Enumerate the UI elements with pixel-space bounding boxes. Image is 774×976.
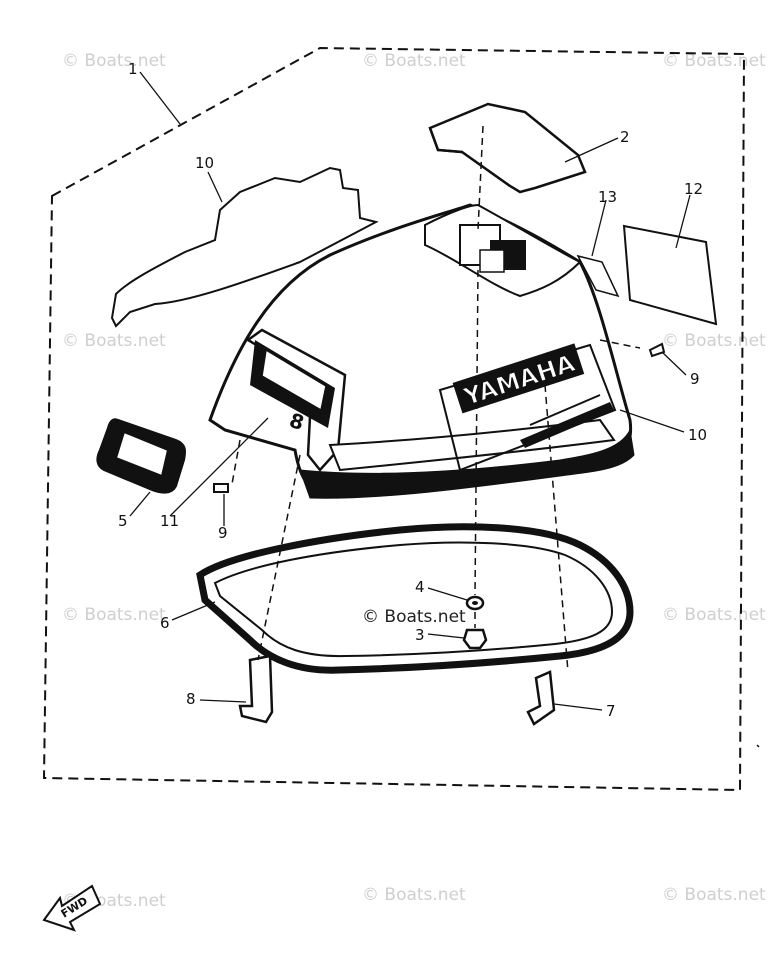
part-7-bracket <box>526 670 556 726</box>
watermark-center: © Boats.net <box>362 607 466 627</box>
callout-12: 12 <box>684 180 703 198</box>
part-4-grommet <box>465 595 485 611</box>
part-2-top-cap <box>428 102 587 194</box>
watermark: © Boats.net <box>62 51 166 71</box>
callout-9-left: 9 <box>218 524 228 542</box>
callout-7: 7 <box>606 702 616 720</box>
part-3-nut <box>462 628 488 650</box>
callout-2: 2 <box>620 128 630 146</box>
part-9-screw-left <box>213 483 229 493</box>
part-6-gasket <box>196 523 634 674</box>
callout-1: 1 <box>128 60 138 78</box>
part-12-label-plate <box>622 224 718 326</box>
stray-mark <box>756 744 760 748</box>
callout-10-right: 10 <box>688 426 707 444</box>
leader-lines <box>129 71 691 711</box>
watermark: © Boats.net <box>362 885 466 905</box>
callout-10-left: 10 <box>195 154 214 172</box>
callout-8: 8 <box>186 690 196 708</box>
callout-6: 6 <box>160 614 170 632</box>
callout-11: 11 <box>160 512 179 530</box>
watermark: © Boats.net <box>62 605 166 625</box>
part-10-graphic-left <box>110 166 379 328</box>
watermark: © Boats.net <box>362 51 466 71</box>
callout-9-right: 9 <box>690 370 700 388</box>
watermark: © Boats.net <box>662 331 766 351</box>
watermark: © Boats.net <box>662 605 766 625</box>
watermark: © Boats.net <box>62 331 166 351</box>
part-13-strip <box>576 254 620 298</box>
watermark: © Boats.net <box>662 51 766 71</box>
assembly-boundary <box>42 46 746 792</box>
callout-4: 4 <box>415 578 425 596</box>
callouts: 1 2 10 13 12 9 10 5 11 9 6 4 3 8 7 <box>118 60 707 720</box>
part-9-screw-right <box>648 342 666 358</box>
callout-13: 13 <box>598 188 617 206</box>
watermark: © Boats.net <box>662 885 766 905</box>
part-5-vent-seal <box>96 418 186 494</box>
top-cowling: 8 YAMAHA <box>208 203 635 499</box>
callout-5: 5 <box>118 512 128 530</box>
connector-lines <box>231 125 641 673</box>
part-8-bracket <box>238 654 274 724</box>
callout-3: 3 <box>415 626 425 644</box>
